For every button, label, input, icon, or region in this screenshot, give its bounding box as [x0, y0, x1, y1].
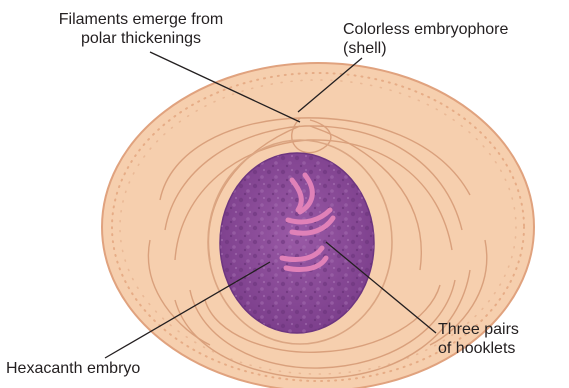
- label-shell-line2: (shell): [343, 39, 508, 58]
- hexacanth-embryo: [220, 153, 374, 333]
- label-hooklets-line1: Three pairs: [438, 320, 519, 339]
- label-filaments-line1: Filaments emerge from: [38, 10, 244, 29]
- label-hooklets: Three pairs of hooklets: [438, 320, 519, 358]
- label-shell-line1: Colorless embryophore: [343, 20, 508, 39]
- label-filaments-line2: polar thickenings: [38, 29, 244, 48]
- label-embryo: Hexacanth embryo: [6, 359, 140, 378]
- label-filaments: Filaments emerge from polar thickenings: [38, 10, 244, 48]
- label-shell: Colorless embryophore (shell): [343, 20, 508, 58]
- label-hooklets-line2: of hooklets: [438, 339, 519, 358]
